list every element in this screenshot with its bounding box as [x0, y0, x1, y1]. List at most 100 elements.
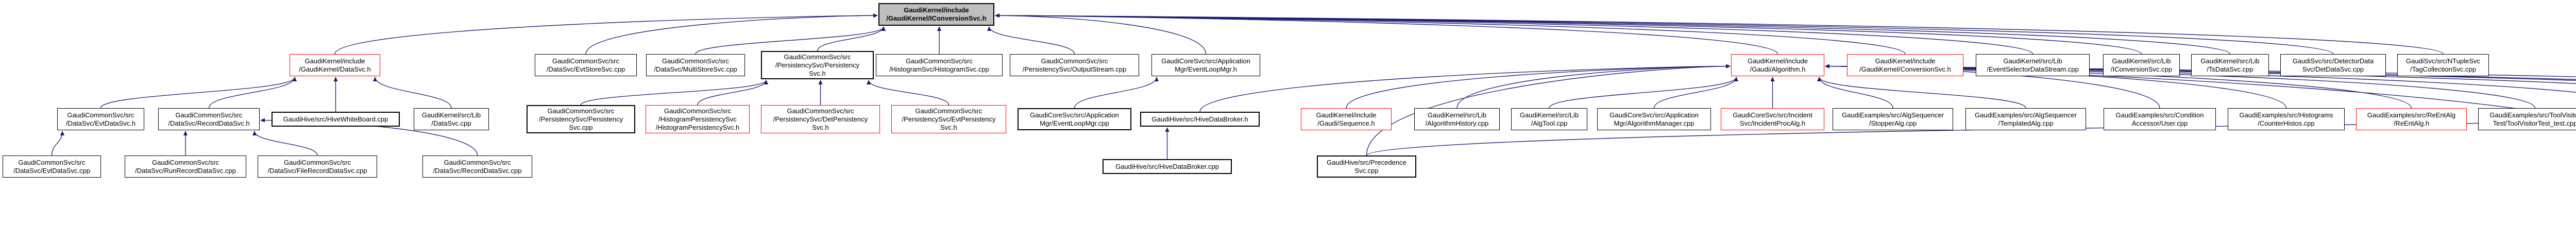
node-label-line: GaudiCommonSvc/src	[67, 111, 134, 119]
graph-node-gaudi-algorithm-h[interactable]: GaudiKernel/include/Gaudi/Algorithm.h	[1731, 54, 1824, 76]
graph-node-evtstoresvc-cpp[interactable]: GaudiCommonSvc/src/DataSvc/EvtStoreSvc.c…	[535, 54, 637, 76]
node-label-line: /PersistencySvc/Persistency	[775, 61, 860, 69]
node-label-line: /PersistencySvc/EvtPersistency	[902, 115, 996, 123]
include-edge-templatedalg-cpp--gaudi-algorithm-h	[1817, 77, 2026, 109]
include-edge-filerecorddatasvc-cpp--recorddatasvc-h	[252, 131, 318, 156]
graph-node-gaudi-sequence-h[interactable]: GaudiKernel/include/Gaudi/Sequence.h	[1301, 108, 1392, 130]
node-label-line: GaudiKernel/include	[1875, 57, 1936, 65]
graph-node-counterhistos-cpp[interactable]: GaudiExamples/src/Histograms/CounterHist…	[2228, 108, 2345, 130]
node-label-line: /DataSvc/RecordDataSvc.cpp	[433, 166, 522, 175]
node-label-line: GaudiExamples/src/ToolVisitor	[2489, 111, 2576, 119]
node-label-line: GaudiKernel/include	[1747, 57, 1808, 65]
node-label-line: /PersistencySvc/Persistency	[538, 115, 623, 123]
node-label-line: Accessor/User.cpp	[2131, 119, 2188, 127]
graph-node-persistencysvc-cpp[interactable]: GaudiCommonSvc/src/PersistencySvc/Persis…	[527, 105, 635, 133]
node-label-line: /GaudiKernel/IConversionSvc.h	[886, 14, 987, 22]
graph-node-hivewhiteboard-cpp[interactable]: GaudiHive/src/HiveWhiteBoard.cpp	[272, 112, 400, 127]
node-label-line: GaudiSvc/src/NTupleSvc	[2405, 57, 2480, 65]
node-label-line: /DataSvc/EvtDataSvc.h	[65, 119, 136, 127]
include-edge-eventloopmgr-h--root-iconversionsvc-h	[995, 13, 1207, 55]
graph-node-datasvc-cpp[interactable]: GaudiKernel/src/Lib/DataSvc.cpp	[414, 108, 489, 130]
node-label-line: Mgr/EventLoopMgr.cpp	[1040, 119, 1109, 127]
node-label-line: /HistogramSvc/HistogramSvc.cpp	[889, 65, 989, 73]
node-label-line: /HistogramPersistencySvc.h	[655, 123, 740, 131]
node-label-line: GaudiCommonSvc/src	[915, 107, 982, 115]
graph-node-algtool-cpp[interactable]: GaudiKernel/src/Lib/AlgTool.cpp	[1511, 108, 1587, 130]
node-label-line: /IConversionSvc.cpp	[2110, 65, 2173, 73]
node-label-line: /DataSvc/MultiStoreSvc.cpp	[654, 65, 737, 73]
node-label-line: Svc/IncidentProcAlg.h	[1739, 119, 1806, 127]
node-label-line: GaudiHive/src/HiveDataBroker.cpp	[1115, 162, 1219, 170]
graph-node-tsdatasvc-cpp[interactable]: GaudiKernel/src/Lib/TsDataSvc.cpp	[2191, 54, 2269, 76]
node-label-line: GaudiCommonSvc/src	[905, 57, 973, 65]
node-label-line: GaudiKernel/src/Lib	[1427, 111, 1487, 119]
include-edge-datasvc-cpp--datasvc-h	[373, 77, 452, 109]
node-label-line: GaudiHive/src/Precedence	[1327, 158, 1406, 166]
graph-node-hivedatabroker-h[interactable]: GaudiHive/src/HiveDataBroker.h	[1140, 112, 1260, 127]
include-edge-multistoresvc-cpp--root-iconversionsvc-h	[695, 26, 886, 55]
graph-node-detpersistencysvc-h[interactable]: GaudiCommonSvc/src/PersistencySvc/DetPer…	[761, 105, 880, 133]
graph-node-reentalg-h[interactable]: GaudiExamples/src/ReEntAlg/ReEntAlg.h	[2356, 108, 2467, 130]
graph-node-hivedatabroker-cpp[interactable]: GaudiHive/src/HiveDataBroker.cpp	[1103, 159, 1232, 174]
node-label-line: GaudiSvc/src/DetectorData	[2292, 57, 2374, 65]
include-edge-tagcollectionsvc-cpp--root-iconversionsvc-h	[995, 13, 2444, 55]
graph-node-runrecorddatasvc-cpp[interactable]: GaudiCommonSvc/src/DataSvc/RunRecordData…	[125, 155, 246, 178]
graph-node-templatedalg-cpp[interactable]: GaudiExamples/src/AlgSequencer/Templated…	[1965, 108, 2086, 130]
node-label-line: /DataSvc/RecordDataSvc.h	[168, 119, 250, 127]
include-edge-gaudi-sequence-h--gaudi-algorithm-h	[1346, 64, 1731, 109]
graph-node-tagcollectionsvc-cpp[interactable]: GaudiSvc/src/NTupleSvc/TagCollectionSvc.…	[2397, 54, 2489, 76]
node-label-line: GaudiExamples/src/AlgSequencer	[1842, 111, 1944, 119]
node-label-line: GaudiCommonSvc/src	[552, 57, 620, 65]
node-label-line: /TagCollectionSvc.cpp	[2410, 65, 2476, 73]
graph-node-evtpersistencysvc-h[interactable]: GaudiCommonSvc/src/PersistencySvc/EvtPer…	[891, 105, 1006, 133]
node-label-line: GaudiKernel/include	[904, 6, 969, 14]
node-label-line: GaudiCommonSvc/src	[283, 158, 351, 166]
node-label-line: GaudiKernel/src/Lib	[1519, 111, 1579, 119]
node-label-line: /DataSvc/FileRecordDataSvc.cpp	[267, 166, 367, 175]
graph-node-histogramsvc-cpp[interactable]: GaudiCommonSvc/src/HistogramSvc/Histogra…	[876, 54, 1003, 76]
node-label-line: GaudiKernel/include	[304, 57, 365, 65]
node-label-line: /AlgTool.cpp	[1531, 119, 1568, 127]
graph-node-conversionsvc-h[interactable]: GaudiKernel/include/GaudiKernel/Conversi…	[1847, 54, 1963, 76]
include-edge-persistencysvc-h--root-iconversionsvc-h	[817, 26, 886, 51]
graph-node-recorddatasvc-h[interactable]: GaudiCommonSvc/src/DataSvc/RecordDataSvc…	[158, 108, 260, 130]
node-label-line: GaudiExamples/src/Condition	[2115, 111, 2204, 119]
node-label-line: Svc/DetDataSvc.cpp	[2302, 65, 2364, 73]
graph-node-iconversionsvc-cpp[interactable]: GaudiKernel/src/Lib/IConversionSvc.cpp	[2103, 54, 2180, 76]
node-label-line: GaudiExamples/src/ReEntAlg	[2367, 111, 2456, 119]
include-edge-detdatasvc-cpp--root-iconversionsvc-h	[995, 13, 2334, 55]
graph-node-datasvc-h[interactable]: GaudiKernel/include/GaudiKernel/DataSvc.…	[290, 54, 380, 76]
node-label-line: GaudiKernel/src/Lib	[2200, 57, 2260, 65]
graph-node-stopperalg-cpp[interactable]: GaudiExamples/src/AlgSequencer/StopperAl…	[1833, 108, 1953, 130]
node-label-line: /HistogramPersistencySvc	[658, 115, 737, 123]
node-label-line: GaudiCommonSvc/src	[151, 158, 219, 166]
node-label-line: GaudiExamples/src/Histograms	[2239, 111, 2333, 119]
graph-node-evtdatasvc-h[interactable]: GaudiCommonSvc/src/DataSvc/EvtDataSvc.h	[57, 108, 144, 130]
graph-node-filerecorddatasvc-cpp[interactable]: GaudiCommonSvc/src/DataSvc/FileRecordDat…	[258, 155, 377, 178]
include-edge-stopperalg-cpp--gaudi-algorithm-h	[1817, 77, 1893, 109]
graph-node-eventselectordatastream-cpp[interactable]: GaudiKernel/src/Lib/EventSelectorDataStr…	[1976, 54, 2090, 76]
graph-node-outputstream-cpp[interactable]: GaudiCommonSvc/src/PersistencySvc/Output…	[1010, 54, 1139, 76]
node-label-line: GaudiKernel/src/Lib	[421, 111, 481, 119]
node-label-line: Svc.cpp	[569, 123, 593, 131]
graph-node-evtdatasvc-cpp[interactable]: GaudiCommonSvc/src/DataSvc/EvtDataSvc.cp…	[3, 155, 101, 178]
graph-node-multistoresvc-cpp[interactable]: GaudiCommonSvc/src/DataSvc/MultiStoreSvc…	[646, 54, 745, 76]
node-label-line: Svc.h	[809, 69, 826, 77]
graph-node-histogrampersistencysvc-h[interactable]: GaudiCommonSvc/src/HistogramPersistencyS…	[646, 105, 750, 133]
node-label-line: /PersistencySvc/OutputStream.cpp	[1022, 65, 1127, 73]
node-label-line: GaudiCoreSvc/src/Application	[1161, 57, 1250, 65]
node-label-line: Svc.cpp	[1354, 166, 1379, 175]
node-label-line: GaudiCommonSvc/src	[175, 111, 243, 119]
graph-node-persistencysvc-h[interactable]: GaudiCommonSvc/src/PersistencySvc/Persis…	[761, 51, 874, 79]
graph-node-algorithmhistory-cpp[interactable]: GaudiKernel/src/Lib/AlgorithmHistory.cpp	[1414, 108, 1500, 130]
graph-node-recorddatasvc-cpp[interactable]: GaudiCommonSvc/src/DataSvc/RecordDataSvc…	[422, 155, 532, 178]
